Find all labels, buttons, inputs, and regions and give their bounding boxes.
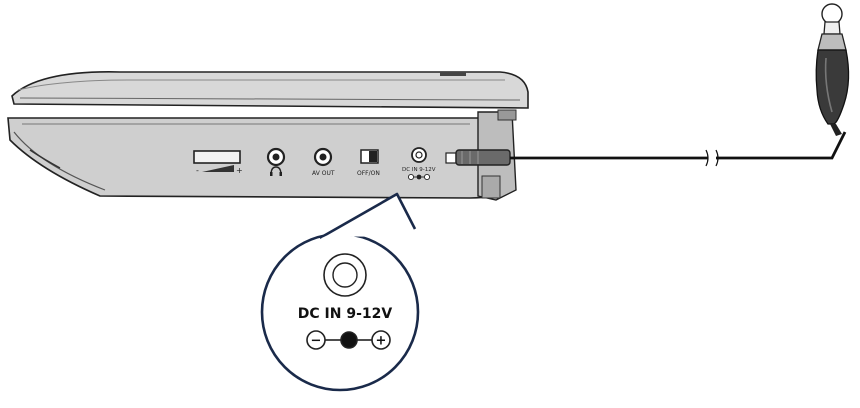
headphone-jack[interactable] xyxy=(268,149,284,165)
volume-minus-label: - xyxy=(196,166,199,175)
plus-symbol: + xyxy=(376,334,387,349)
minus-symbol: − xyxy=(311,334,322,349)
dc-in-label-small: DC IN 9-12V xyxy=(402,167,436,173)
polarity-symbol-small xyxy=(408,174,429,179)
dc-in-label-magnified: DC IN 9-12V xyxy=(298,306,393,322)
power-switch[interactable] xyxy=(361,150,378,163)
player-body xyxy=(8,110,516,200)
power-switch-label: OFF/ON xyxy=(357,170,380,177)
av-out-label: AV OUT xyxy=(312,170,335,177)
player-lid xyxy=(12,72,528,108)
dc-in-jack-magnified xyxy=(324,254,366,296)
volume-plus-label: + xyxy=(236,166,243,175)
dc-plug xyxy=(446,150,510,165)
dc-in-jack[interactable] xyxy=(412,148,426,162)
av-out-jack[interactable] xyxy=(315,149,331,165)
power-cable xyxy=(510,132,845,166)
car-adapter xyxy=(816,4,848,136)
